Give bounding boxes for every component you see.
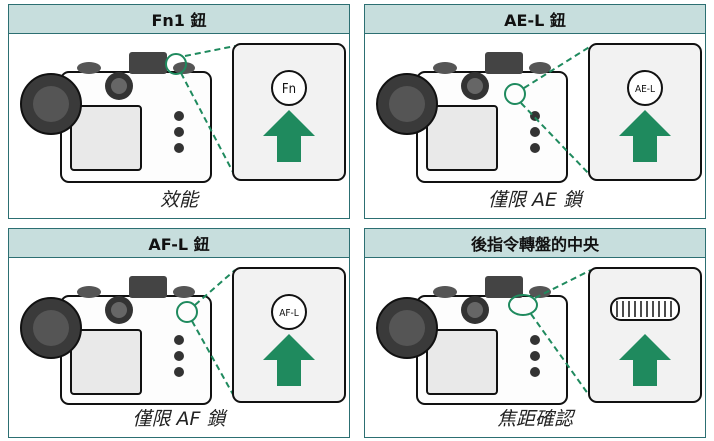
push-arrow-icon (263, 110, 315, 162)
camera-illustration (376, 267, 702, 405)
panel-fn1-button: Fn1 鈕 Fn 效能 (8, 4, 350, 219)
panel-caption: 效能 (159, 189, 198, 211)
panel-header: Fn1 鈕 (9, 5, 349, 34)
camera-illustration: AF-L (20, 267, 346, 405)
highlight-ring (176, 301, 198, 323)
panel-rear-dial-center: 後指令轉盤的中央 (364, 228, 706, 438)
camera-body (376, 276, 568, 405)
camera-body (20, 276, 212, 405)
panel-caption: 僅限 AF 鎖 (132, 408, 226, 430)
ael-button-icon (627, 70, 663, 106)
panel-header: 後指令轉盤的中央 (365, 229, 705, 258)
highlight-ring (165, 53, 187, 75)
camera-body (20, 52, 212, 183)
panel-afl-button: AF-L 鈕 AF-L 僅限 AF 鎖 (8, 228, 350, 438)
fn-button-icon (271, 70, 307, 106)
push-arrow-icon (619, 110, 671, 162)
highlight-ring (504, 83, 526, 105)
button-label: Fn (282, 82, 296, 97)
push-arrow-icon (619, 334, 671, 386)
panel-caption: 僅限 AE 鎖 (487, 189, 583, 211)
panel-caption: 焦距確認 (496, 408, 573, 430)
button-label: AE-L (635, 84, 655, 95)
panel-header: AF-L 鈕 (9, 229, 349, 258)
camera-body (376, 52, 568, 183)
camera-illustration: AE-L (376, 43, 702, 183)
push-arrow-icon (263, 334, 315, 386)
highlight-ring (508, 294, 538, 316)
button-label: AF-L (279, 308, 299, 319)
dial-icon (610, 297, 680, 321)
panel-header: AE-L 鈕 (365, 5, 705, 34)
afl-button-icon (271, 294, 307, 330)
panel-ael-button: AE-L 鈕 AE-L 僅限 AE 鎖 (364, 4, 706, 219)
camera-illustration: Fn (20, 43, 346, 183)
